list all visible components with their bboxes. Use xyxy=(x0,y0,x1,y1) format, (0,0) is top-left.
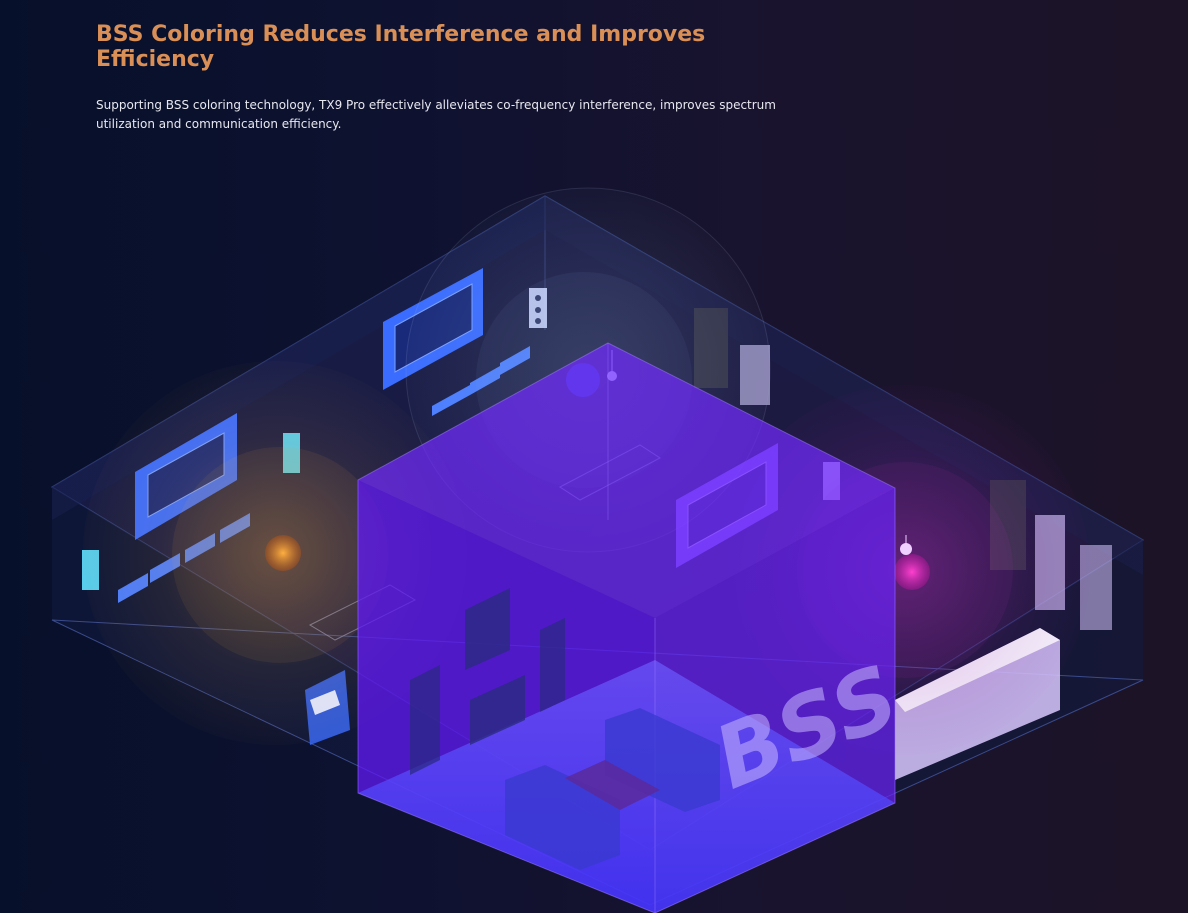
bss-cube xyxy=(357,342,896,913)
section-title: BSS Coloring Reduces Interference and Im… xyxy=(96,22,706,72)
section-description: Supporting BSS coloring technology, TX9 … xyxy=(96,98,776,131)
section-header: BSS Coloring Reduces Interference and Im… xyxy=(96,22,816,134)
router-dot-left xyxy=(265,535,301,571)
router-dot-right xyxy=(894,554,930,590)
